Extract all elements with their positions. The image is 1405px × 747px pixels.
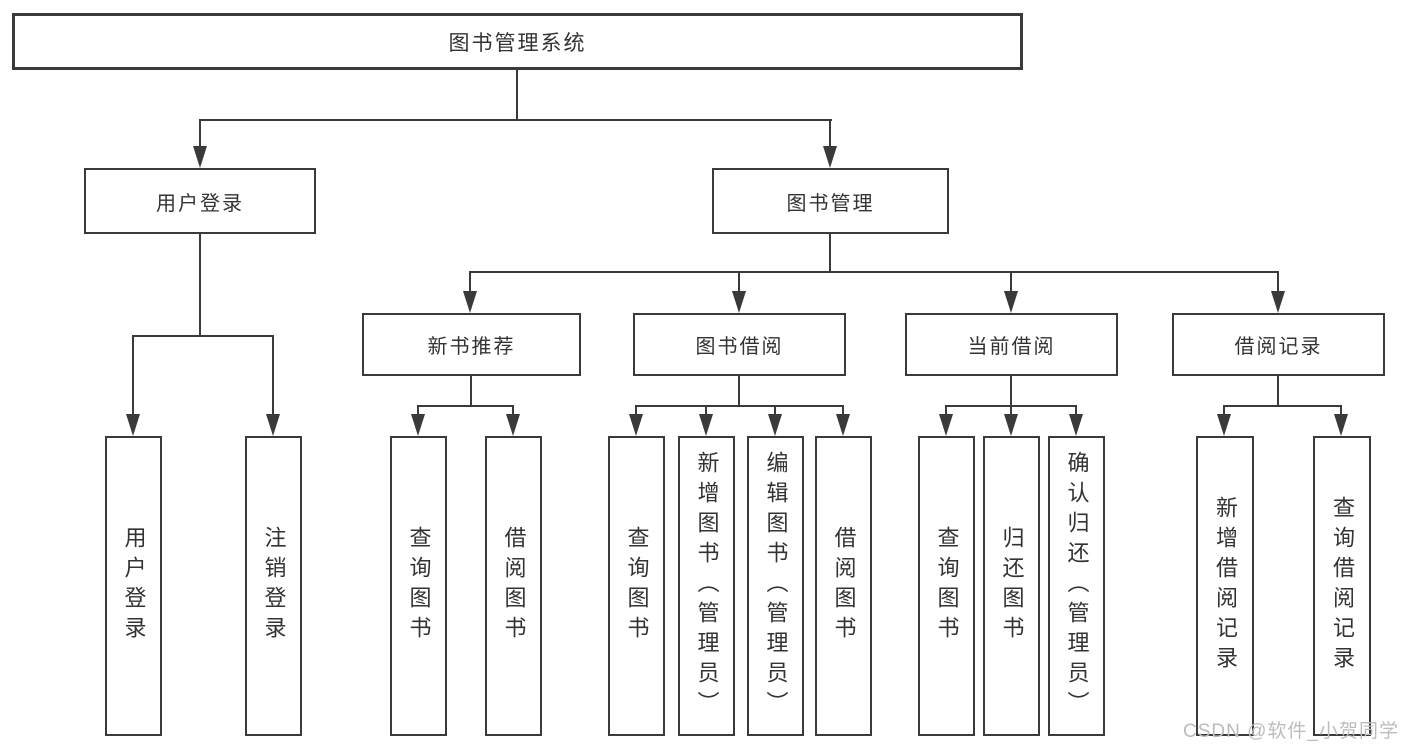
connector-line	[272, 335, 274, 415]
watermark: CSDN @软件_小贺同学	[1183, 721, 1399, 742]
leaf-query-books: 查询图书	[390, 436, 447, 736]
arrow-down-icon	[1271, 291, 1285, 313]
connector-line	[1010, 271, 1012, 292]
node-label: 注销登录	[261, 526, 287, 646]
arrow-down-icon	[823, 146, 837, 168]
node-label: 图书管理系统	[448, 31, 587, 55]
arrow-down-icon	[939, 414, 953, 436]
connector-line	[470, 376, 472, 407]
connector-line	[199, 119, 832, 121]
node-label: 新增借阅记录	[1213, 496, 1238, 676]
node-label: 借阅记录	[1234, 336, 1323, 358]
connector-line	[738, 376, 740, 407]
connector-line	[516, 69, 518, 121]
node-label: 查询图书	[934, 526, 960, 646]
connector-line	[705, 405, 707, 415]
connector-line	[132, 335, 274, 337]
connector-line	[1075, 405, 1077, 415]
connector-line	[842, 405, 844, 415]
node-book-borrow: 图书借阅	[633, 313, 846, 376]
leaf-query-borrow-record: 查询借阅记录	[1313, 436, 1371, 736]
connector-line	[512, 405, 514, 415]
connector-line	[829, 234, 831, 273]
connector-line	[1277, 271, 1279, 292]
connector-line	[635, 405, 637, 415]
arrow-down-icon	[1217, 414, 1231, 436]
connector-line	[1010, 405, 1012, 415]
arrow-down-icon	[699, 414, 713, 436]
arrow-down-icon	[768, 414, 782, 436]
arrow-down-icon	[1069, 414, 1083, 436]
arrow-down-icon	[463, 291, 477, 313]
node-current-borrow: 当前借阅	[905, 313, 1118, 376]
connector-line	[132, 335, 134, 415]
leaf-confirm-return-admin: 确认归还（管理员）	[1048, 436, 1105, 736]
leaf-query-books: 查询图书	[918, 436, 975, 736]
node-label: 新书推荐	[427, 336, 516, 358]
node-book-management: 图书管理	[712, 168, 949, 234]
arrow-down-icon	[266, 414, 280, 436]
leaf-borrow-books: 借阅图书	[485, 436, 542, 736]
connector-line	[1223, 405, 1342, 407]
node-borrow-records: 借阅记录	[1172, 313, 1385, 376]
connector-line	[417, 405, 514, 407]
leaf-query-books: 查询图书	[608, 436, 665, 736]
leaf-user-login: 用户登录	[105, 436, 162, 736]
connector-line	[1277, 376, 1279, 407]
leaf-add-book-admin: 新增图书（管理员）	[678, 436, 735, 736]
connector-line	[1223, 405, 1225, 415]
connector-line	[199, 234, 201, 337]
leaf-return-books: 归还图书	[983, 436, 1040, 736]
arrow-down-icon	[836, 414, 850, 436]
node-label: 借阅图书	[831, 526, 857, 646]
node-label: 查询图书	[624, 526, 650, 646]
leaf-logout: 注销登录	[245, 436, 302, 736]
node-label: 图书管理	[786, 192, 875, 215]
leaf-borrow-books: 借阅图书	[815, 436, 872, 736]
arrow-down-icon	[411, 414, 425, 436]
connector-line	[635, 405, 844, 407]
arrow-down-icon	[732, 291, 746, 313]
connector-line	[738, 271, 740, 292]
arrow-down-icon	[193, 146, 207, 168]
node-new-book-recommend: 新书推荐	[362, 313, 581, 376]
arrow-down-icon	[1334, 414, 1348, 436]
node-library-system: 图书管理系统	[12, 13, 1023, 70]
node-label: 归还图书	[999, 526, 1025, 646]
arrow-down-icon	[1004, 414, 1018, 436]
connector-line	[469, 271, 1279, 273]
node-label: 当前借阅	[967, 336, 1056, 358]
connector-line	[199, 119, 201, 148]
node-label: 新增图书（管理员）	[694, 451, 720, 721]
node-label: 查询借阅记录	[1330, 496, 1355, 676]
connector-line	[945, 405, 947, 415]
connector-line	[774, 405, 776, 415]
arrow-down-icon	[1004, 291, 1018, 313]
connector-line	[1340, 405, 1342, 415]
node-label: 用户登录	[156, 192, 244, 215]
node-label: 图书借阅	[695, 336, 784, 358]
node-label: 确认归还（管理员）	[1064, 451, 1090, 721]
node-user-login: 用户登录	[84, 168, 316, 234]
arrow-down-icon	[629, 414, 643, 436]
node-label: 查询图书	[406, 526, 432, 646]
leaf-edit-book-admin: 编辑图书（管理员）	[747, 436, 804, 736]
arrow-down-icon	[506, 414, 520, 436]
connector-line	[1010, 376, 1012, 407]
leaf-add-borrow-record: 新增借阅记录	[1196, 436, 1254, 736]
connector-line	[417, 405, 419, 415]
connector-line	[469, 271, 471, 292]
arrow-down-icon	[126, 414, 140, 436]
node-label: 编辑图书（管理员）	[763, 451, 789, 721]
node-label: 借阅图书	[501, 526, 527, 646]
node-label: 用户登录	[121, 526, 147, 646]
connector-line	[829, 119, 831, 148]
